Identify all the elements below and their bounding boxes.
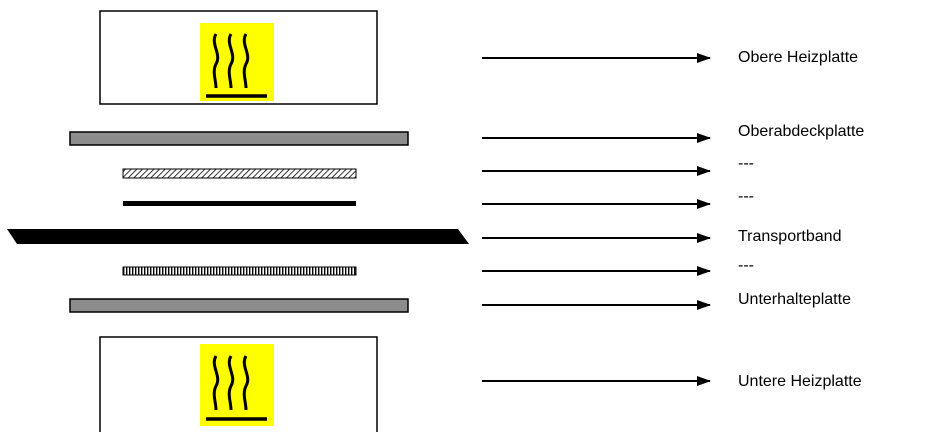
label-thin-black-layer: --- (738, 188, 754, 205)
label-upper-heating-plate: Obere Heizplatte (738, 49, 859, 66)
upper-heating-plate (99, 10, 378, 105)
striped-layer (122, 266, 357, 276)
thin-black-layer (123, 201, 356, 206)
upper-cover-plate (69, 131, 409, 146)
lower-holding-plate (69, 298, 409, 313)
hot-surface-icon (200, 23, 274, 101)
transport-belt (7, 229, 469, 244)
label-striped-layer: --- (738, 257, 754, 274)
label-transport-belt: Transportband (738, 228, 842, 245)
hatched-layer (122, 168, 357, 179)
label-lower-holding-plate: Unterhalteplatte (738, 291, 851, 308)
label-hatched-layer: --- (738, 155, 754, 172)
label-lower-heating-plate: Untere Heizplatte (738, 373, 862, 390)
label-upper-cover-plate: Oberabdeckplatte (738, 123, 865, 140)
hot-surface-icon (200, 344, 274, 426)
lower-heating-plate (99, 336, 378, 437)
